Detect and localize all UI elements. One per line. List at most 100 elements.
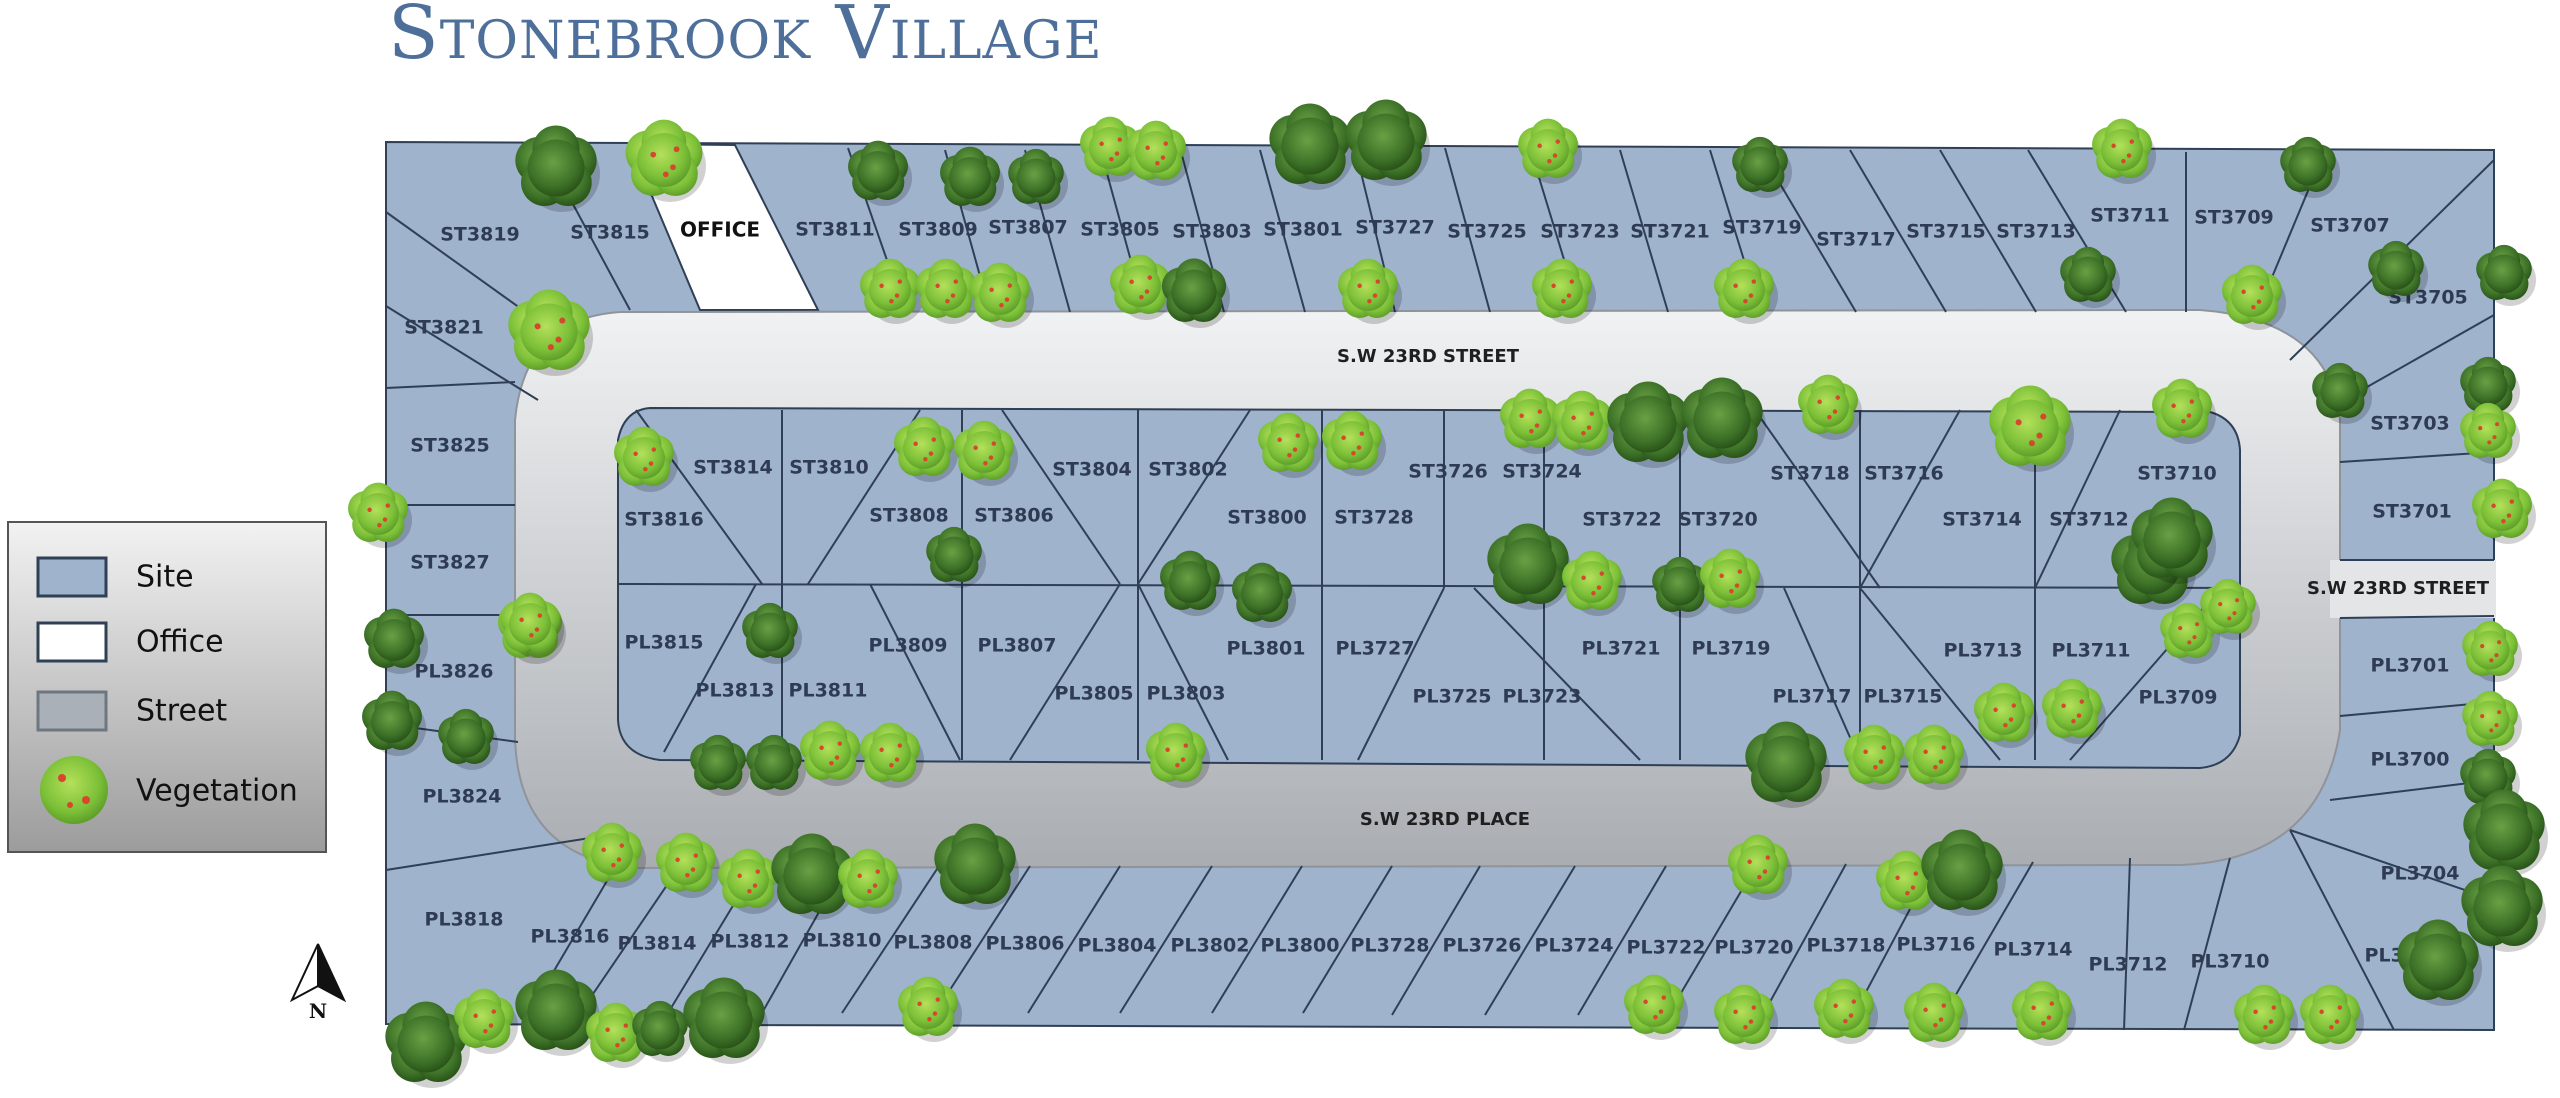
lot-label: ST3725	[1447, 221, 1527, 243]
lot-label: ST3800	[1227, 507, 1307, 529]
lot-label: PL3803	[1147, 683, 1226, 705]
tree-icon	[625, 119, 706, 202]
lot-boundary-line	[1859, 409, 1961, 589]
lot-label: ST3722	[1582, 509, 1662, 531]
tree-icon	[860, 258, 924, 324]
lot-label: ST3805	[1080, 219, 1160, 241]
legend-label-office: Office	[136, 625, 224, 660]
tree-icon	[838, 848, 902, 914]
tree-icon	[2222, 264, 2286, 330]
lot-label: ST3815	[570, 222, 650, 244]
lot-label: ST3719	[1722, 217, 1802, 239]
lot-label: ST3801	[1263, 219, 1343, 241]
lot-boundary-line	[385, 837, 591, 871]
tree-icon	[2461, 865, 2546, 952]
lot-label: ST3819	[440, 224, 520, 246]
lot-boundary-line	[1859, 587, 2001, 761]
lot-label: PL3818	[425, 909, 504, 931]
tree-icon	[1345, 99, 1430, 186]
tree-icon	[2368, 240, 2428, 302]
office-swatch	[36, 621, 108, 663]
tree-icon	[916, 258, 980, 324]
tree-icon	[1146, 722, 1210, 788]
tree-icon	[1562, 550, 1626, 616]
lot-label: ST3713	[1996, 221, 2076, 243]
lot-label: ST3816	[624, 509, 704, 531]
lot-label: PL3800	[1261, 935, 1340, 957]
tree-icon	[1681, 377, 1766, 464]
lot-label: PL3801	[1227, 638, 1306, 660]
lot-label: PL3722	[1627, 937, 1706, 959]
tree-icon	[1161, 258, 1230, 328]
lot-label: ST3825	[410, 435, 490, 457]
tree-icon	[632, 1000, 692, 1062]
lot-label: PL3810	[803, 930, 882, 952]
tree-icon	[2476, 244, 2536, 306]
tree-icon	[954, 420, 1018, 486]
tree-icon	[2131, 497, 2216, 584]
lot-label: PL3807	[978, 635, 1057, 657]
lot-label: ST3721	[1630, 221, 1710, 243]
lot-label: PL3719	[1692, 638, 1771, 660]
tree-icon	[1080, 116, 1144, 182]
tree-icon	[1500, 388, 1564, 454]
lot-boundary-line	[1939, 149, 2037, 313]
tree-icon	[508, 289, 593, 376]
legend-label-site: Site	[136, 560, 194, 595]
tree-icon	[362, 690, 426, 756]
lot-boundary-line	[2339, 451, 2495, 463]
tree-icon	[2152, 378, 2216, 444]
lot-label: ST3724	[1502, 461, 1582, 483]
lot-label: PL3711	[2052, 640, 2131, 662]
tree-icon	[1518, 118, 1582, 184]
lot-boundary-line	[1444, 147, 1491, 313]
tree-icon	[2012, 980, 2076, 1046]
lot-label: PL3724	[1535, 935, 1614, 957]
tree-icon	[1728, 834, 1792, 900]
lot-boundary-line	[869, 583, 961, 761]
lot-label: PL3824	[423, 786, 502, 808]
lot-label: PL3826	[415, 661, 494, 683]
lot-boundary-line	[1302, 865, 1393, 1014]
tree-icon	[1714, 258, 1778, 324]
tree-icon	[2200, 578, 2260, 640]
lot-label: ST3827	[410, 552, 490, 574]
street-swatch	[36, 690, 108, 732]
lot-label: ST3710	[2137, 463, 2217, 485]
tree-icon	[1844, 724, 1908, 790]
tree-icon	[940, 146, 1004, 212]
tree-icon	[1989, 385, 2074, 472]
lot-label: PL3701	[2371, 655, 2450, 677]
lot-label: ST3810	[789, 457, 869, 479]
lot-boundary-line	[663, 583, 757, 753]
tree-icon	[364, 608, 428, 674]
lot-boundary-line	[1119, 865, 1213, 1014]
office-label: OFFICE	[680, 218, 760, 242]
site-swatch	[36, 556, 108, 598]
tree-icon	[2234, 984, 2298, 1050]
lot-boundary-line	[1009, 583, 1121, 761]
tree-icon	[742, 602, 802, 664]
lot-label: ST3811	[795, 219, 875, 241]
lot-label: PL3804	[1078, 935, 1157, 957]
map-title: Stonebrook Village	[388, 0, 1103, 76]
lot-boundary-line	[1484, 865, 1576, 1016]
lot-label: ST3807	[988, 217, 1068, 239]
lot-boundary-line	[2289, 829, 2395, 1031]
lot-label: ST3726	[1408, 461, 1488, 483]
tree-icon	[1258, 412, 1322, 478]
tree-icon	[1160, 550, 1224, 616]
lot-label: PL3806	[986, 933, 1065, 955]
tree-icon	[1732, 136, 1792, 198]
lot-label: PL3815	[625, 632, 704, 654]
tree-icon	[683, 977, 768, 1064]
tree-icon	[385, 1001, 470, 1088]
lot-label: PL3814	[618, 933, 697, 955]
tree-icon	[656, 832, 720, 898]
tree-icon	[690, 734, 750, 796]
lot-label: PL3808	[894, 932, 973, 954]
lot-boundary-line	[841, 865, 940, 1014]
tree-icon	[1269, 103, 1354, 190]
street-label-top: S.W 23RD STREET	[1337, 346, 1520, 367]
